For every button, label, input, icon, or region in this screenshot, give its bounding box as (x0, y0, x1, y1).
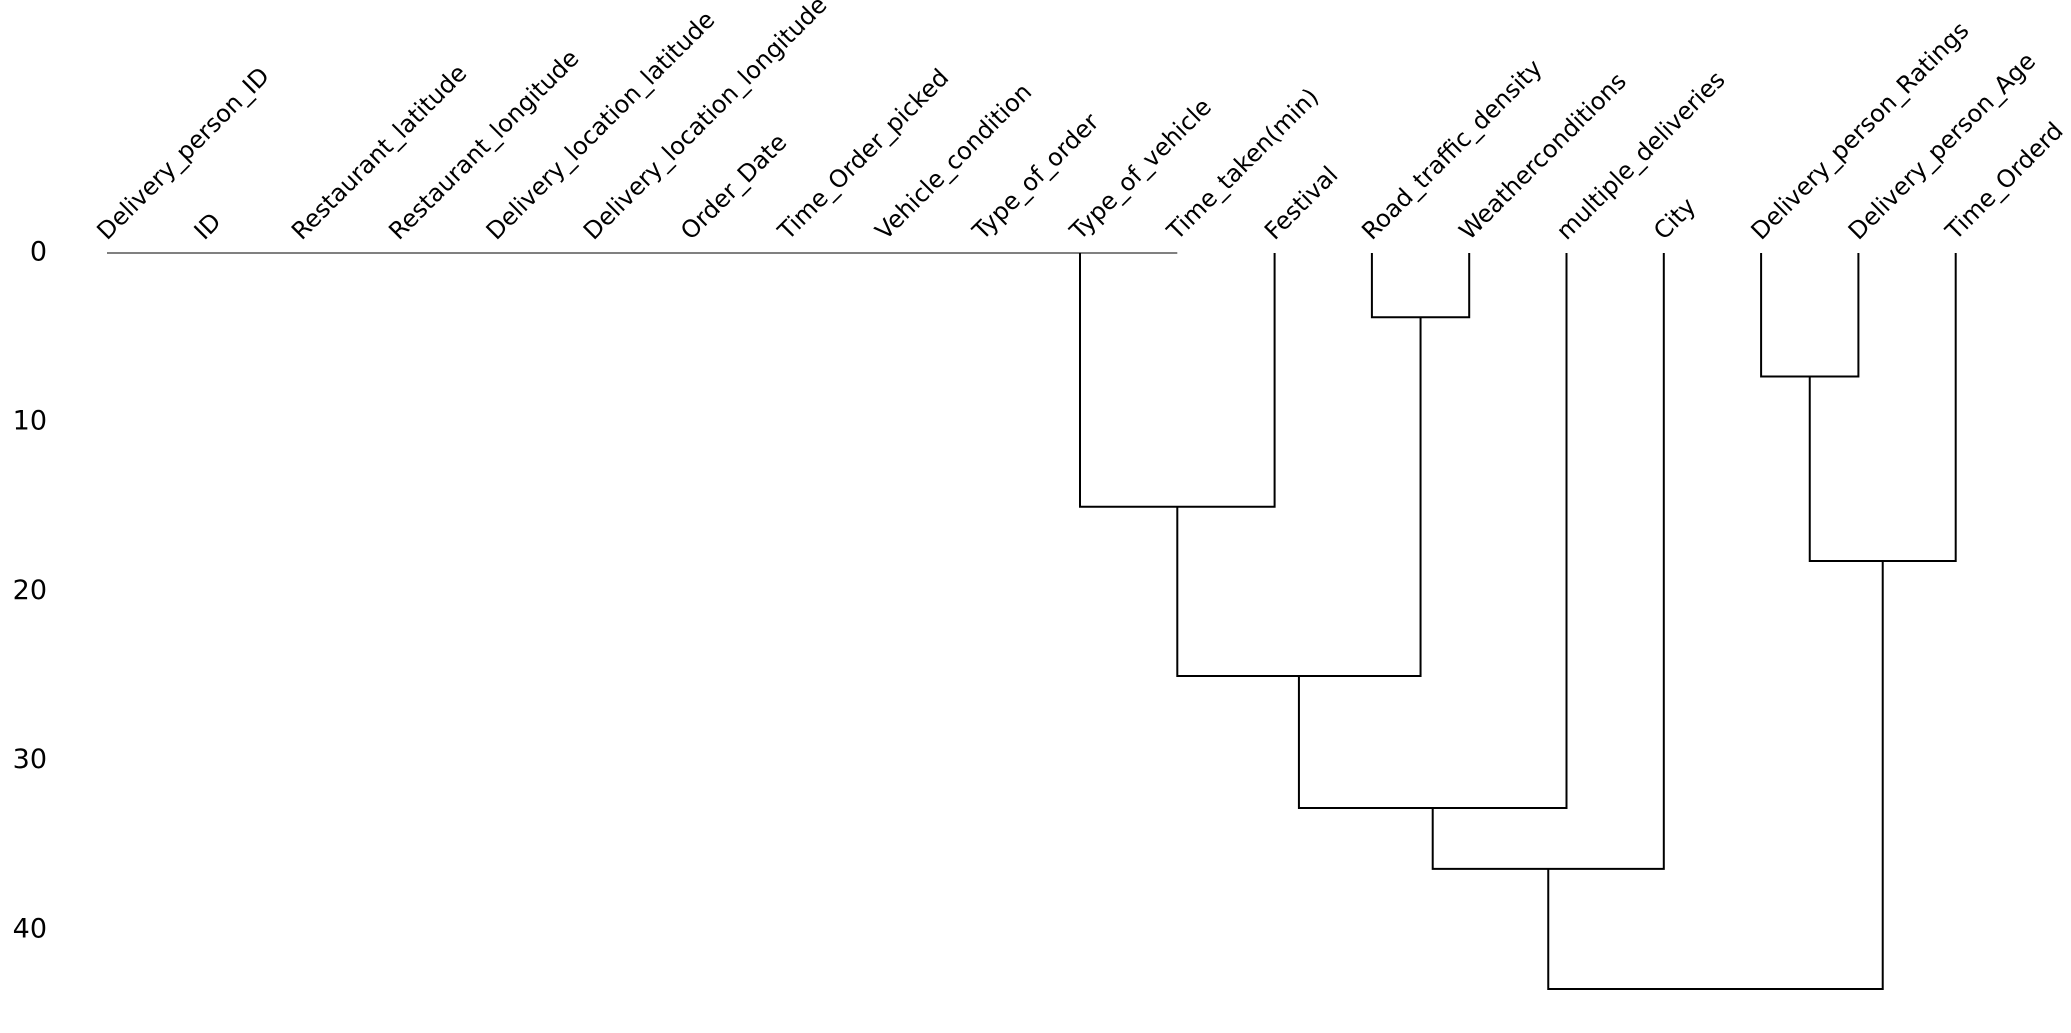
leaf-label: Festival (1259, 161, 1343, 245)
dendrogram-link (1297, 253, 1568, 809)
dendrogram-link (1431, 253, 1665, 870)
dendrogram-link (1176, 317, 1422, 677)
dendrogram-link (1760, 253, 1860, 378)
leaf-label: multiple_deliveries (1551, 66, 1731, 246)
dendrogram-link (1547, 560, 1884, 991)
leaf-label: ID (189, 207, 227, 245)
leaf-label: Road_traffic_density (1356, 54, 1547, 245)
y-tick-label: 20 (13, 575, 47, 606)
y-tick-label: 0 (30, 237, 47, 268)
dendrogram-link (1370, 253, 1471, 319)
leaf-label: Restaurant_latitude (286, 59, 472, 245)
leaf-label: City (1648, 192, 1701, 245)
y-tick-label: 30 (13, 744, 47, 775)
dendrogram-link (1079, 253, 1276, 508)
leaf-label: Delivery_person_ID (91, 62, 274, 245)
y-tick-label: 10 (13, 406, 47, 437)
leaf-label: Restaurant_longitude (383, 44, 584, 245)
y-axis-ticks: 0 10 20 30 40 (13, 237, 47, 945)
leaf-label: Delivery_person_Age (1843, 47, 2041, 245)
y-tick-label: 40 (13, 913, 47, 944)
dendrogram-links (107, 252, 1957, 991)
dendrogram-link (1808, 253, 1957, 562)
leaf-label: Time_Order_picked (772, 63, 954, 245)
leaf-label: Weatherconditions (1454, 67, 1632, 245)
